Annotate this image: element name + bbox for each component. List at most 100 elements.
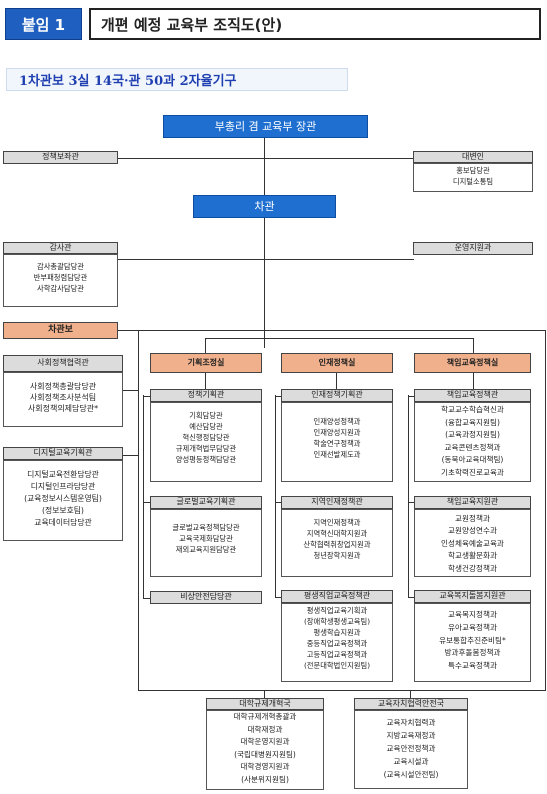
unit-item: 방과후돌봄정책과 (444, 648, 501, 658)
unit-item: 평생직업교육기획과 (306, 606, 368, 615)
talent-planning-header: 인재정책기획관 (281, 389, 393, 402)
audit-header: 감사관 (3, 242, 118, 254)
unit-item: 규제개혁법무담당관 (175, 444, 237, 453)
unit-item: 교육데이터담당관 (34, 518, 92, 527)
social-policy-header: 사회정책협력관 (3, 355, 123, 372)
vice-minister-box: 차관 (193, 195, 336, 218)
unit-item: 학교교수학습혁신과 (441, 405, 504, 414)
unit-item: (정보보호팀) (42, 506, 84, 515)
local-autonomy-header: 교육자치협력안전국 (354, 698, 468, 710)
unit-item: 인재양성정책과 (313, 417, 361, 426)
unit-item: 교육시설과 (393, 757, 429, 766)
unit-item: 대학규제개혁총괄과 (233, 712, 297, 721)
unit-item: 유보통합추진준비팀* (439, 635, 506, 645)
unit-item: 인재양성지원과 (313, 428, 361, 437)
unit-item: 양성평등정책담당관 (175, 455, 237, 464)
social-policy-units: 사회정책총괄담당관 사회정책조사분석팀 사회정책의제담당관* (3, 372, 123, 427)
global-education-units: 글로벌교육정책담당관 교육국제화담당관 재외교육지원담당관 (150, 509, 262, 577)
unit-item: (교육정보시스템운영팀) (24, 494, 102, 503)
unit-item: 청년장학지원과 (313, 551, 361, 560)
global-education-header: 글로벌교육기획관 (150, 496, 262, 509)
page-title: 개편 예정 교육부 조직도(안) (89, 8, 541, 40)
regional-talent-header: 지역인재정책관 (281, 496, 393, 509)
local-autonomy-units: 교육자치협력과 지방교육재정과 교육안전정책과 교육시설과 (교육시설안전팀) (354, 710, 468, 789)
unit-item: 재외교육지원담당관 (175, 545, 237, 554)
unit-item: 교육국제화담당관 (179, 534, 233, 543)
planning-office: 기획조정실 (150, 353, 262, 373)
unit-item: 교원양성연수과 (448, 526, 497, 536)
unit-item: 홍보담당관 (456, 166, 490, 175)
responsible-policy-header: 책임교육정책관 (414, 389, 531, 402)
responsible-policy-units: 학교교수학습혁신과 (융합교육지원팀) (교육과정지원팀) 교육콘텐츠정책과 (… (414, 402, 531, 482)
digital-units: 디지털교육전환담당관 디지털인프라담당관 (교육정보시스템운영팀) (정보보호팀… (3, 460, 123, 541)
unit-item: 감사총괄담당관 (37, 262, 84, 271)
unit-item: 기초학력진로교육과 (441, 467, 504, 477)
unit-item: 대학운영지원과 (240, 737, 290, 747)
unit-item: 유아교육정책과 (448, 622, 497, 632)
responsible-education-office: 책임교육정책실 (414, 353, 531, 373)
org-summary: 1차관보 3실 14국·관 50과 2자율기구 (6, 68, 348, 91)
unit-item: 디지털교육전환담당관 (27, 470, 99, 479)
lifelong-education-header: 평생직업교육정책관 (281, 590, 393, 603)
unit-item: (전문대학법인지원팀) (303, 661, 371, 670)
spokesperson-header: 대변인 (413, 151, 533, 163)
unit-item: 사학감사담당관 (37, 284, 84, 293)
unit-item: 고등직업교육정책과 (306, 650, 368, 659)
operations-support: 운영지원과 (413, 242, 533, 255)
unit-item: (국립대병원지원팀) (234, 749, 296, 759)
unit-item: 지역혁신대학지원과 (306, 529, 368, 538)
unit-item: 대학재정과 (247, 724, 283, 734)
unit-item: 예산담당관 (189, 422, 223, 431)
unit-item: (교육시설안전팀) (383, 770, 439, 779)
digital-header: 디지털교육기획관 (3, 447, 123, 460)
unit-item: 학생건강정책과 (448, 563, 497, 573)
unit-item: 글로벌교육정책담당관 (172, 523, 240, 532)
unit-item: (교육과정지원팀) (445, 430, 500, 440)
talent-planning-units: 인재양성정책과 인재양성지원과 학술연구정책과 인재선발제도과 (281, 402, 393, 482)
unit-item: 대학경영지원과 (240, 762, 290, 772)
regional-talent-units: 지역인재정책과 지역혁신대학지원과 산학협력취창업지원과 청년장학지원과 (281, 509, 393, 577)
attachment-badge: 붙임 1 (5, 8, 82, 40)
unit-item: 교육콘텐츠정책과 (444, 442, 501, 452)
unit-item: 중등직업교육정책과 (306, 639, 368, 648)
unit-item: 지방교육재정과 (386, 731, 436, 740)
welfare-care-header: 교육복지돌봄지원관 (414, 590, 531, 603)
spokesperson-units: 홍보담당관 디지털소통팀 (413, 163, 533, 192)
unit-item: 학교생활문화과 (448, 551, 497, 561)
unit-item: 인재선발제도과 (313, 450, 361, 459)
unit-item: 교육복지정책과 (448, 610, 497, 619)
unit-item: 교육자치협력과 (386, 718, 436, 727)
unit-item: 지역인재정책과 (313, 518, 361, 527)
unit-item: 반부패청렴담당관 (33, 273, 88, 282)
unit-item: (동북아교육대책팀) (441, 455, 504, 465)
unit-item: 교육안전정책과 (386, 744, 436, 753)
policy-advisor: 정책보좌관 (3, 151, 118, 164)
emergency-safety: 비상안전담당관 (150, 591, 262, 604)
university-reform-header: 대학규제개혁국 (206, 698, 324, 710)
unit-item: 산학협력취창업지원과 (303, 540, 371, 549)
unit-item: 평생학습지원과 (313, 628, 361, 637)
unit-item: 사회정책조사분석팀 (29, 393, 97, 402)
unit-item: 디지털인프라담당관 (30, 482, 96, 491)
unit-item: 특수교육정책과 (448, 661, 497, 671)
unit-item: 교원정책과 (455, 514, 490, 523)
unit-item: 인성체육예술교육과 (441, 538, 504, 548)
unit-item: 사회정책의제담당관* (27, 404, 99, 413)
deputy-minister: 차관보 (3, 322, 118, 339)
responsible-support-units: 교원정책과 교원양성연수과 인성체육예술교육과 학교생활문화과 학생건강정책과 (414, 509, 531, 577)
unit-item: (장애학생평생교육팀) (303, 617, 371, 626)
lifelong-education-units: 평생직업교육기획과 (장애학생평생교육팀) 평생학습지원과 중등직업교육정책과 … (281, 603, 393, 682)
unit-item: 학술연구정책과 (313, 439, 361, 448)
unit-item: (융합교육지원팀) (445, 417, 500, 427)
welfare-care-units: 교육복지정책과 유아교육정책과 유보통합추진준비팀* 방과후돌봄정책과 특수교육… (414, 603, 531, 682)
unit-item: 기획담당관 (189, 411, 223, 420)
policy-planning-units: 기획담당관 예산담당관 혁신행정담당관 규제개혁법무담당관 양성평등정책담당관 (150, 402, 262, 482)
unit-item: 사회정책총괄담당관 (29, 382, 97, 391)
minister-box: 부총리 겸 교육부 장관 (163, 115, 368, 138)
university-reform-units: 대학규제개혁총괄과 대학재정과 대학운영지원과 (국립대병원지원팀) 대학경영지… (206, 710, 324, 790)
talent-office: 인재정책실 (281, 353, 393, 373)
unit-item: (사분위지원팀) (241, 774, 289, 784)
unit-item: 디지털소통팀 (452, 177, 494, 186)
audit-units: 감사총괄담당관 반부패청렴담당관 사학감사담당관 (3, 254, 118, 307)
unit-item: 혁신행정담당관 (182, 433, 230, 442)
